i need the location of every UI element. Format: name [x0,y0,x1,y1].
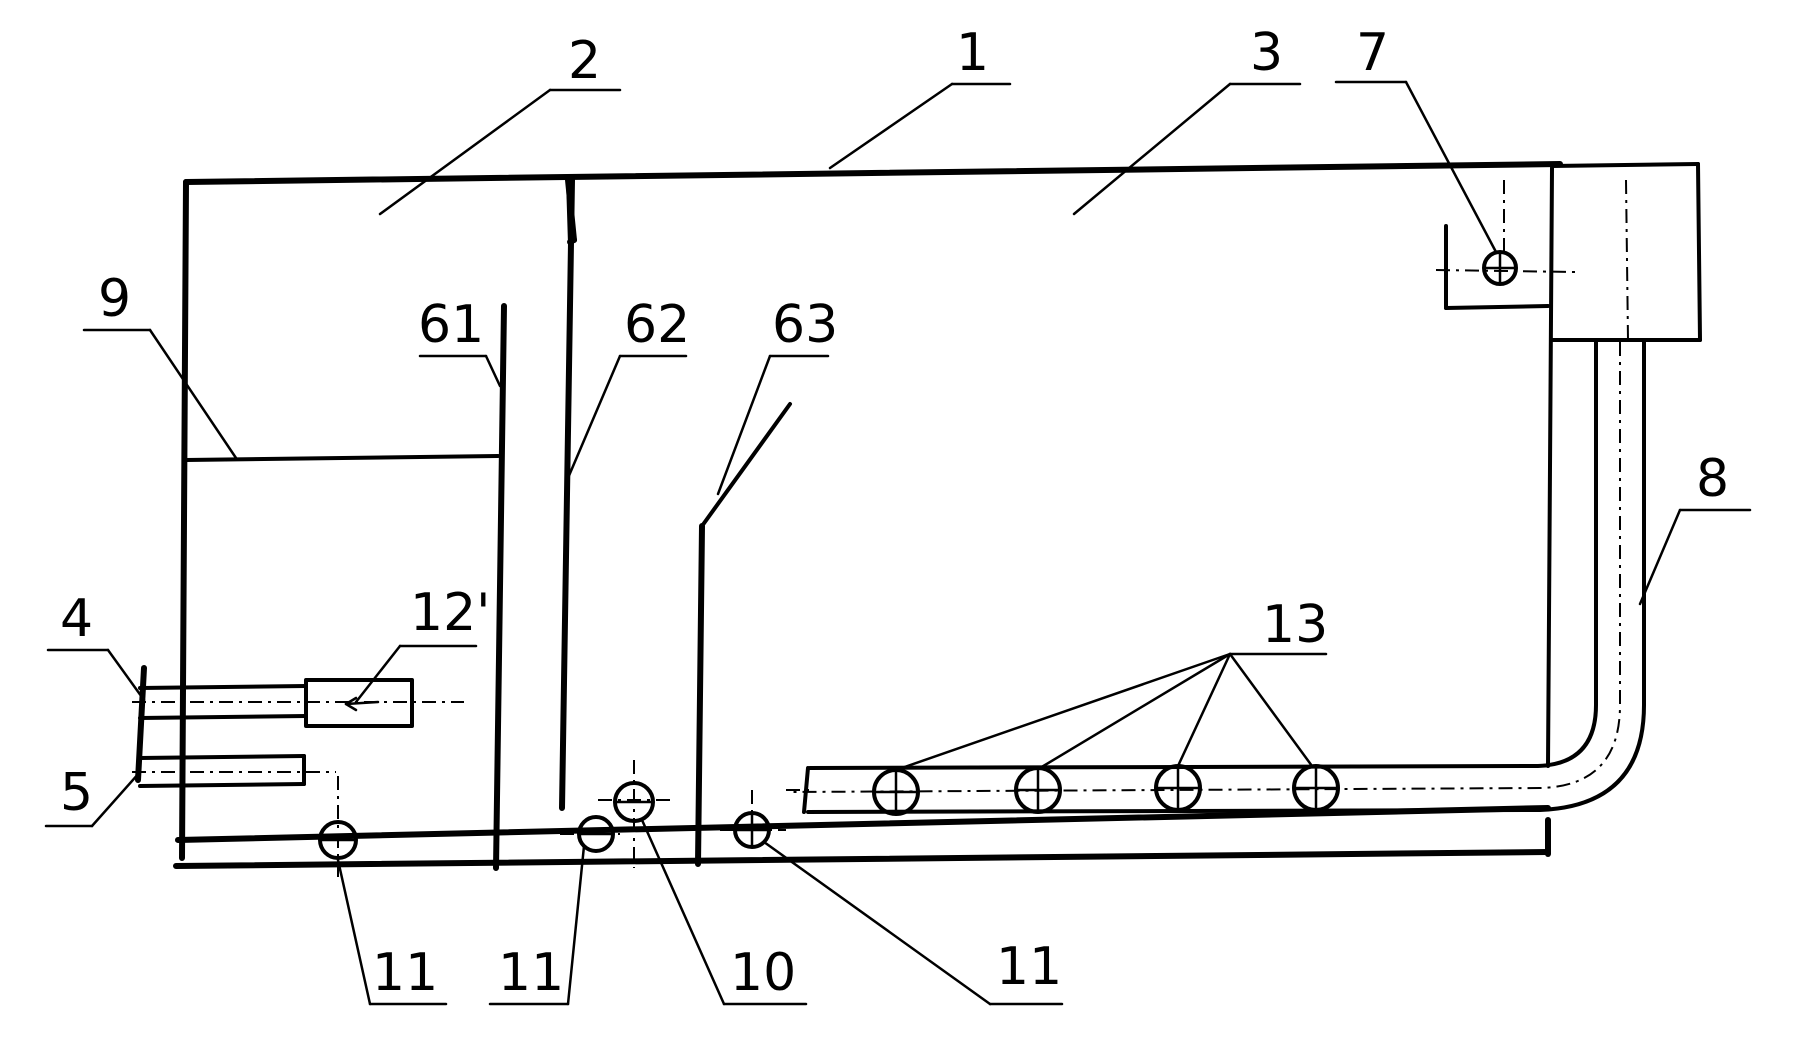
label-8: 8 [1696,449,1729,509]
drain-10 [598,760,670,868]
aerator-2 [1014,766,1062,814]
label-9: 9 [98,269,131,329]
label-62: 62 [624,295,690,355]
baffle-61 [493,303,507,871]
label-10: 10 [730,943,796,1003]
label-4: 4 [60,589,93,649]
valve-11-middle [560,815,620,853]
baffle-63 [695,402,792,867]
label-2: 2 [568,31,601,91]
aerator-pipe-end [786,766,812,814]
riser-box [1550,162,1702,342]
leader-lines [44,80,1752,1006]
label-61: 61 [418,295,484,355]
label-11-middle: 11 [498,943,564,1003]
tank-outline [173,161,1563,869]
valve-11-right [720,790,786,849]
riser-pipe [789,340,1646,814]
label-12: 12' [410,583,490,643]
aerator-4 [1292,764,1340,812]
label-11-right: 11 [996,937,1062,997]
outlet-pipe [132,754,336,788]
plate-line [184,454,500,462]
label-5: 5 [60,763,93,823]
valve-top-right [1435,180,1577,310]
label-11-left: 11 [372,943,438,1003]
inlet-pipe [132,665,464,783]
label-1: 1 [956,23,989,83]
label-13: 13 [1262,595,1328,655]
label-7: 7 [1356,23,1389,83]
label-63: 63 [772,295,838,355]
label-3: 3 [1250,23,1283,83]
right-wall [1546,166,1554,768]
aerator-1 [872,768,920,816]
aerator-3 [1154,764,1202,812]
valve-11-left [318,776,358,880]
baffle-62 [559,177,575,811]
